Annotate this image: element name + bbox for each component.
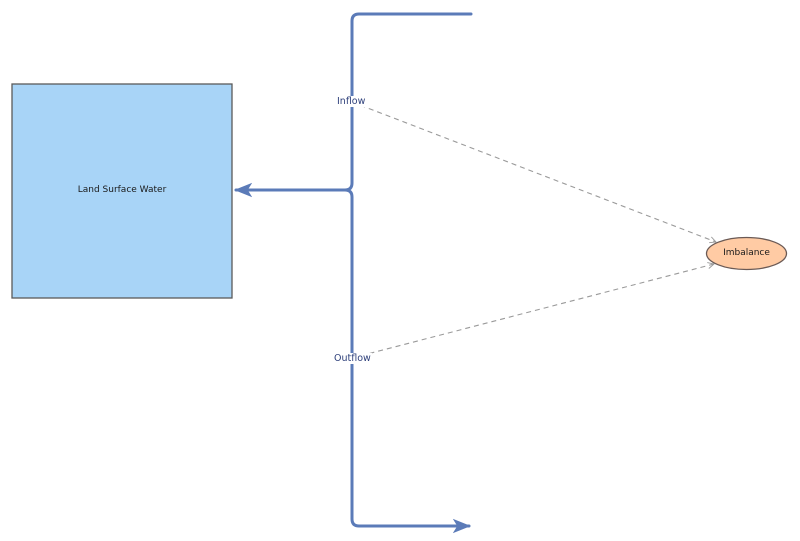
- imbalance-label: Imbalance: [723, 248, 770, 258]
- inflow-to-imbalance-link[interactable]: [351, 101, 716, 242]
- imbalance-node[interactable]: [705, 236, 788, 271]
- outflow-line[interactable]: [343, 188, 471, 534]
- inflow-label: Inflow: [336, 96, 367, 107]
- land-surface-water-label: Land Surface Water: [77, 185, 167, 195]
- imbalance-links: [351, 101, 716, 359]
- flow-bracket: [234, 12, 473, 534]
- outflow-label: Outflow: [333, 353, 372, 364]
- outflow-to-imbalance-link[interactable]: [351, 264, 714, 359]
- land-surface-water-box[interactable]: [11, 83, 233, 299]
